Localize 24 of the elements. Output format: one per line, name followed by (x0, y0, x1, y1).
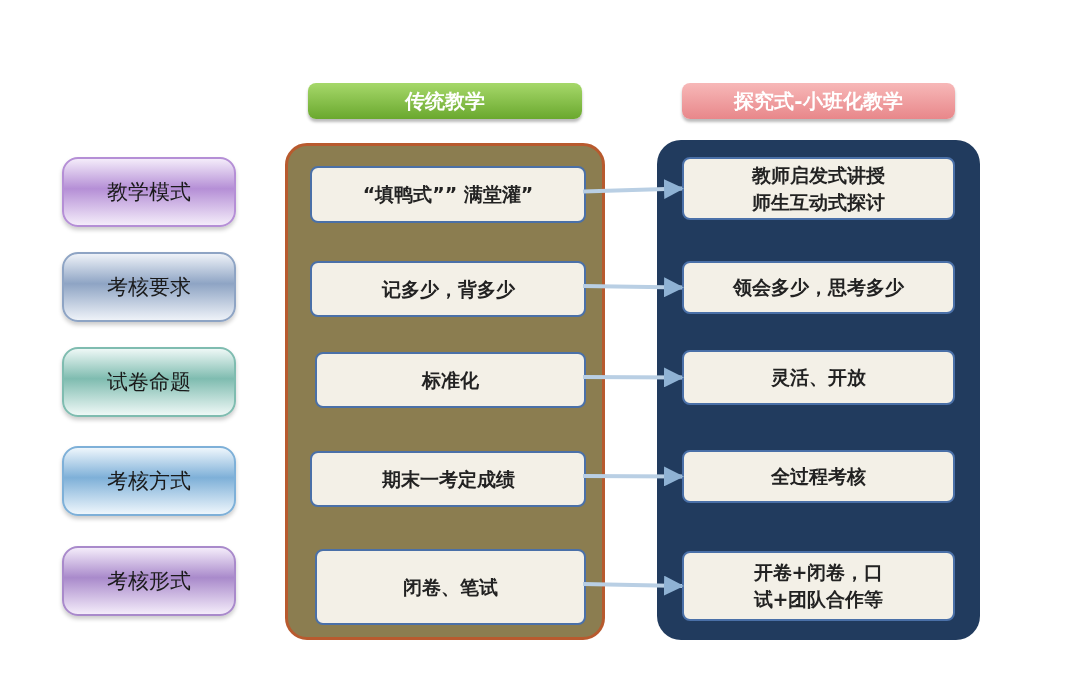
category-pill: 试卷命题 (62, 347, 236, 417)
category-pill: 考核要求 (62, 252, 236, 322)
column-panel (657, 140, 980, 640)
column-panel (285, 143, 605, 640)
text-box: 领会多少，思考多少 (682, 261, 955, 314)
category-pill: 考核方式 (62, 446, 236, 516)
text-box: 全过程考核 (682, 450, 955, 503)
arrow (582, 179, 684, 200)
column-header: 探究式-小班化教学 (682, 83, 955, 119)
arrow (582, 575, 684, 596)
arrow (583, 367, 684, 388)
column-header: 传统教学 (308, 83, 582, 119)
text-box: 闭卷、笔试 (315, 549, 586, 625)
text-box: 期末一考定成绩 (310, 451, 586, 507)
text-box: 灵活、开放 (682, 350, 955, 405)
text-box: 记多少，背多少 (310, 261, 586, 317)
arrow (583, 466, 684, 487)
text-box: 教师启发式讲授师生互动式探讨 (682, 157, 955, 220)
text-box: 开卷+闭卷，口试+团队合作等 (682, 551, 955, 621)
category-pill: 教学模式 (62, 157, 236, 227)
category-pill: 考核形式 (62, 546, 236, 616)
text-box: 标准化 (315, 352, 586, 408)
text-box: “填鸭式”” 满堂灌” (310, 166, 586, 223)
arrow (582, 277, 684, 298)
